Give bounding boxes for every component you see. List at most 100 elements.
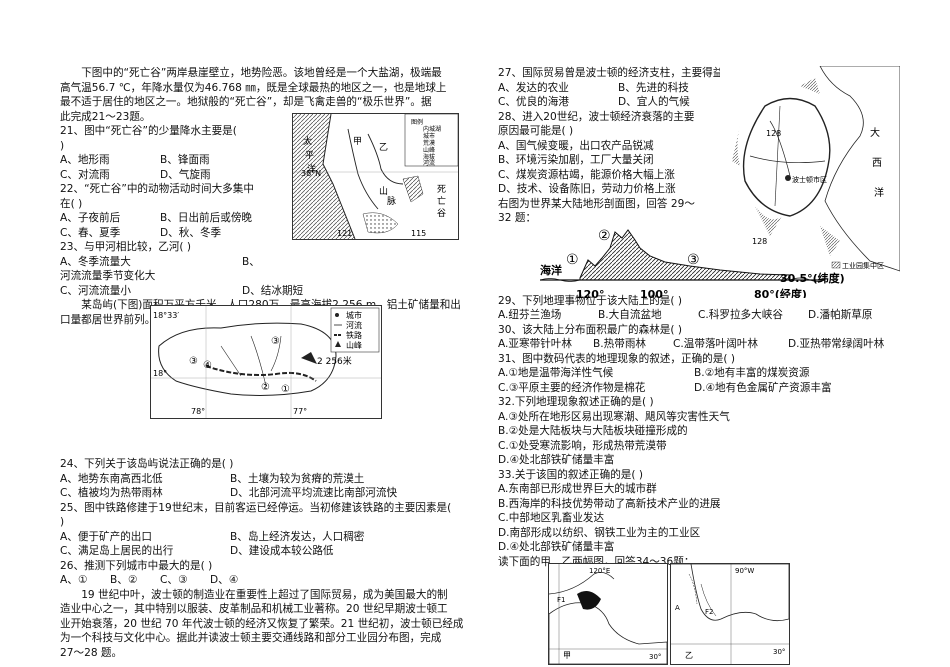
lon-label-77: 77° bbox=[293, 407, 307, 416]
death-valley-label-1: 死 bbox=[437, 184, 446, 195]
intro-line-4: 此完成21～23题。 bbox=[60, 110, 151, 123]
q31-option-c: C.③平原主要的经济作物是棉花 bbox=[498, 381, 646, 394]
map-yi: 90°W 30° A F2 乙 bbox=[670, 563, 790, 665]
ocean-label-2: 平 bbox=[305, 150, 314, 161]
lat-label-1: 18°33′ bbox=[153, 311, 179, 320]
peak-label: 2 256米 bbox=[317, 355, 352, 367]
q27-option-d: D、宜人的气候 bbox=[618, 96, 690, 108]
legend-item: 荒漠 bbox=[423, 139, 435, 147]
q23-option-a: A、冬季流量大 bbox=[60, 255, 131, 268]
lon-label-80: 80°(经度) bbox=[754, 287, 807, 298]
q28-stem: 28、进入20世纪，波士顿经济衰落的主要 bbox=[498, 110, 695, 123]
ocean-label-1: 太 bbox=[303, 135, 312, 147]
q30-option-b: B.热带雨林 bbox=[593, 338, 647, 350]
q26-option-b: B、② bbox=[110, 574, 138, 586]
q22-option-d: D、秋、冬季 bbox=[160, 226, 222, 239]
ocean-label-3: 洋 bbox=[307, 163, 316, 175]
q28-stem-tail: 原因最可能是( ) bbox=[498, 125, 574, 137]
mountain-label-1: 山 bbox=[379, 186, 388, 197]
q30-stem: 30、该大陆上分布面积最广的森林是( ) bbox=[498, 323, 683, 336]
q33-option-d-2: D.④处北部铁矿储量丰富 bbox=[498, 541, 615, 553]
legend-peak: 山峰 bbox=[346, 340, 362, 350]
q29-stem: 29、下列地理事物位于该大陆上的是( ) bbox=[498, 294, 683, 307]
q24-option-b: B、土壤为较为贫瘠的荒漠土 bbox=[230, 472, 365, 485]
q28-option-c: C、煤炭资源枯竭，能源价格大幅上涨 bbox=[498, 168, 675, 181]
lon-label: 120°E bbox=[589, 567, 610, 575]
death-valley-map: 38°N 121 115 太 平 洋 甲 乙 山 脉 死 亡 谷 图例 内城湖 … bbox=[292, 113, 459, 240]
legend-railway: 铁路 bbox=[346, 330, 362, 340]
q23-option-d: D、结冰期短 bbox=[242, 284, 304, 297]
legend-item: 山峰 bbox=[423, 146, 435, 154]
lon-label-120: 120° bbox=[576, 288, 604, 298]
profile-marker-1: ① bbox=[566, 252, 579, 268]
city-marker-3b: ③ bbox=[271, 336, 280, 347]
q23-option-c: C、河流流量小 bbox=[60, 284, 131, 297]
q25-stem-tail: ) bbox=[60, 516, 65, 528]
route-128-label: 128 bbox=[766, 129, 781, 138]
route-128-label-2: 128 bbox=[752, 237, 767, 246]
death-valley-label-2: 亡 bbox=[437, 195, 446, 207]
q33-option-a: A.东南部已形成世界巨大的城市群 bbox=[498, 483, 657, 495]
q25-option-b: B、岛上经济发达，人口稠密 bbox=[230, 530, 365, 543]
lat-label: 30° bbox=[649, 653, 661, 661]
q23-option-b-text: 河流流量季节变化大 bbox=[60, 270, 156, 282]
legend-item: 内城湖 bbox=[423, 125, 441, 133]
intro-line-1: 下图中的“死亡谷”两岸悬崖壁立，地势险恶。该地曾经是一个大盐湖，极端最 bbox=[81, 67, 442, 79]
lat-label: 30° bbox=[773, 648, 785, 656]
q22-option-a: A、子夜前后 bbox=[60, 212, 121, 224]
q27-stem: 27、国际贸易曾是波士顿的经济支柱，主要得益于( ) bbox=[498, 67, 746, 79]
q27-option-c: C、优良的海港 bbox=[498, 96, 569, 108]
ocean-label-2: 西 bbox=[872, 158, 882, 169]
city-marker-2: ② bbox=[261, 382, 270, 393]
q29-option-b: B.大自流盆地 bbox=[598, 309, 662, 321]
ocean-label-1: 大 bbox=[870, 126, 880, 139]
city-marker-3: ③ bbox=[189, 356, 198, 367]
lon-label: 90°W bbox=[735, 567, 754, 575]
q28-option-d: D、技术、设备陈旧，劳动力价格上涨 bbox=[498, 183, 676, 195]
q26-stem: 26、推测下列城市中最大的是( ) bbox=[60, 559, 213, 572]
city-marker-4: ④ bbox=[203, 360, 212, 371]
intro-line-3: 最不适于居住的地区之一。地狱般的“死亡谷”，却是飞禽走兽的“极乐世界”。据 bbox=[60, 96, 432, 108]
boston-intro-5: 27～28 题。 bbox=[60, 646, 123, 659]
profile-intro-2: 32 题： bbox=[498, 212, 537, 224]
q23-stem: 23、与甲河相比较，乙河( ) bbox=[60, 241, 192, 253]
lon-label-100: 100° bbox=[640, 288, 668, 298]
continent-profile: 海洋 ① ② ③ 120° 100° 80°(经度) 30.5°(纬度) bbox=[540, 218, 870, 298]
q33-stem: 33.关于该国的叙述正确的是( ) bbox=[498, 468, 644, 481]
q27-option-b: B、先进的科技 bbox=[618, 81, 689, 94]
q30-option-a: A.亚寒带针叶林 bbox=[498, 338, 572, 350]
river-jia-label: 甲 bbox=[353, 136, 362, 147]
q23-options-row: C、河流流量小 D、结冰期短 bbox=[60, 284, 465, 299]
legend-item: 城市 bbox=[423, 132, 435, 140]
lon-label-115: 115 bbox=[411, 229, 426, 238]
q24-option-d: D、北部河流平均流速比南部河流快 bbox=[230, 487, 398, 499]
q32-option-a: A.③处所在地形区易出现寒潮、飓风等灾害性天气 bbox=[498, 410, 730, 423]
q22-stem: 22、“死亡谷”中的动物活动时间大多集中 bbox=[60, 183, 254, 195]
q24-stem: 24、下列关于该岛屿说法正确的是( ) bbox=[60, 458, 234, 470]
q29-option-d: D.潘帕斯草原 bbox=[808, 309, 873, 321]
q25-option-d: D、建设成本较公路低 bbox=[230, 545, 334, 557]
q32-option-b: B.②处是大陆板块与大陆板块碰撞形成的 bbox=[498, 425, 688, 437]
lat-label-2: 18° bbox=[153, 369, 167, 378]
q22-option-b: B、日出前后或傍晚 bbox=[160, 212, 253, 224]
a-label: A bbox=[675, 604, 680, 612]
q27-options-row: C、优良的海港 D、宜人的气候 bbox=[498, 95, 893, 110]
q28-option-b: B、环境污染加剧，工厂大量关闭 bbox=[498, 154, 654, 166]
map-jia-label: 甲 bbox=[563, 651, 571, 660]
profile-intro-1: 右图为世界某大陆地形剖面图，回答 29～ bbox=[498, 197, 695, 210]
death-valley-label-3: 谷 bbox=[437, 208, 446, 219]
river-yi-label: 乙 bbox=[379, 142, 388, 153]
legend-city: 城市 bbox=[346, 310, 362, 320]
legend-river: 河流 bbox=[346, 320, 362, 330]
city-marker-1: ① bbox=[281, 384, 290, 395]
q22-stem-tail: 在( ) bbox=[60, 197, 83, 210]
boston-intro-3: 业开始衰落，20 世纪 70 年代波士顿的经济又恢复了繁荣。21 世纪初，波士顿… bbox=[60, 617, 464, 630]
island-map: 城市 河流 铁路 山峰 18°33′ 18° 78° 77° 2 256米 ③ … bbox=[150, 305, 382, 419]
